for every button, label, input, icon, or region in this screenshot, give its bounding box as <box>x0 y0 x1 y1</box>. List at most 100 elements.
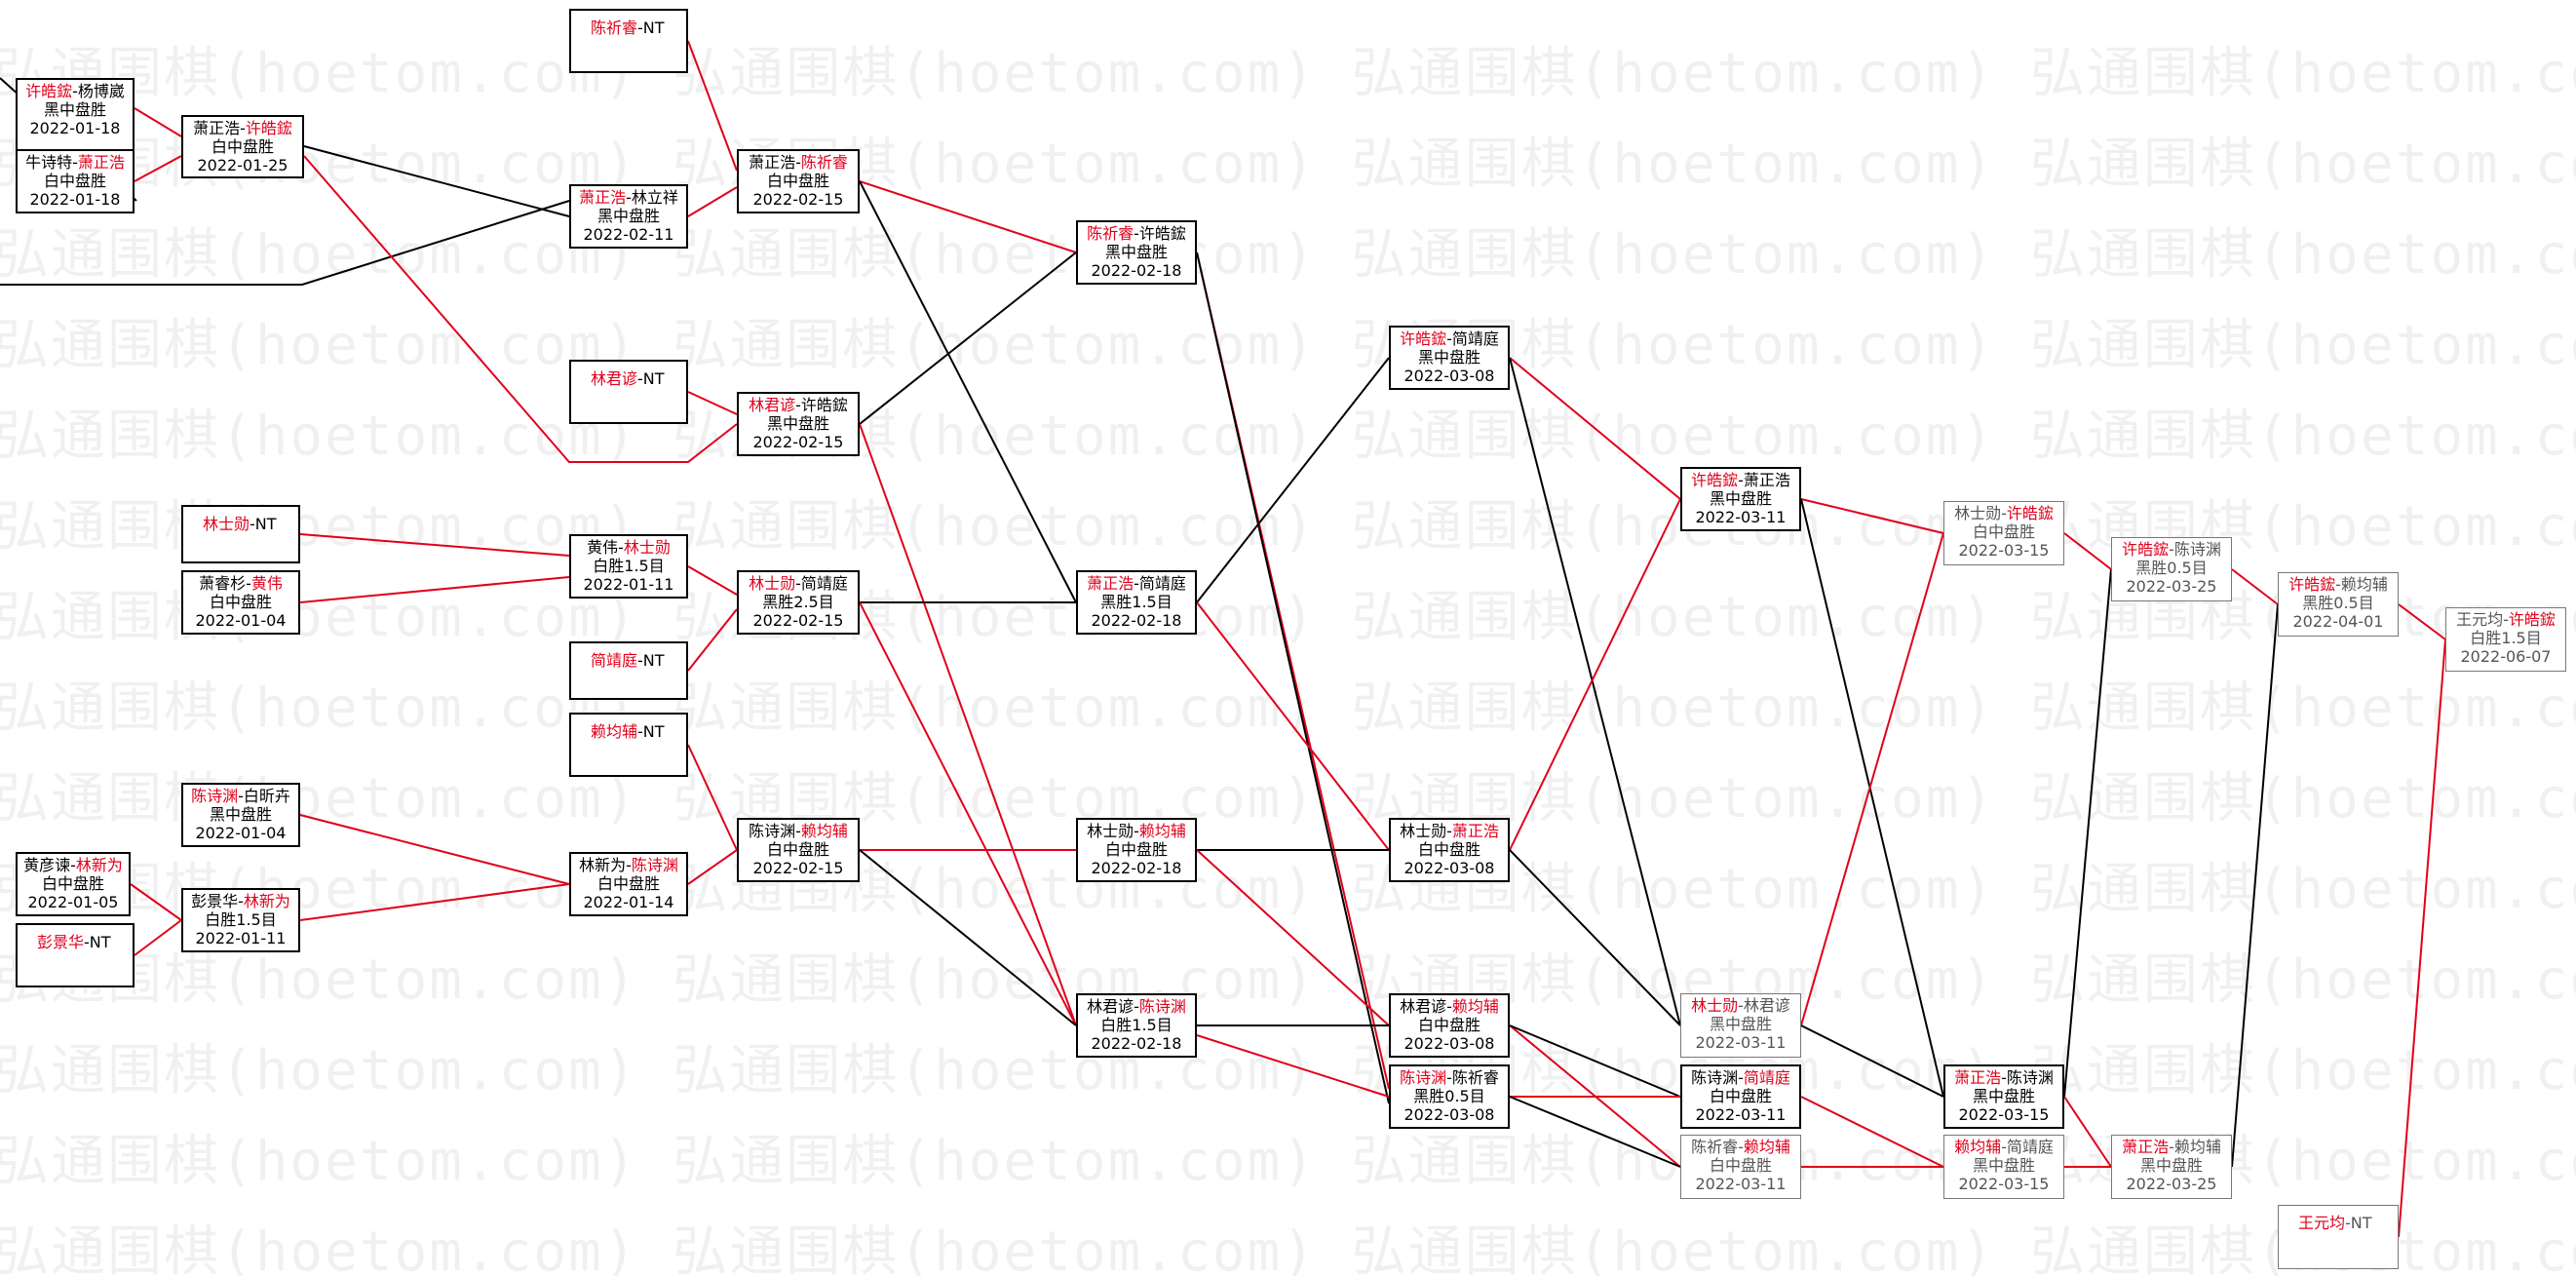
loser-name: 林君谚 <box>1743 996 1790 1015</box>
winner-connector-line <box>687 186 738 217</box>
bye-box: 陈祈睿-NT <box>569 9 688 73</box>
players-line: 陈祈睿-赖均辅 <box>1681 1138 1800 1156</box>
loser-name: 陈诗渊 <box>749 822 796 840</box>
loser-name: 许皓鋐 <box>1138 224 1186 243</box>
loser-connector-line <box>2063 568 2112 1098</box>
result-text: 白中盘胜 <box>1709 1087 1772 1105</box>
loser-name: 牛诗特 <box>25 153 73 172</box>
loser-connector-line <box>0 200 570 286</box>
players-line: 陈诗渊-简靖庭 <box>1682 1068 1799 1087</box>
winner-name: 王元均 <box>2298 1214 2346 1232</box>
date-text: 2022-02-18 <box>1091 1034 1182 1053</box>
dash: - <box>637 651 643 670</box>
date-text: 2022-02-15 <box>752 190 844 209</box>
date-text: 2022-03-15 <box>1958 1175 2050 1193</box>
date-text: 2022-02-15 <box>752 433 844 451</box>
players-line: 萧正浩-陈诗渊 <box>1945 1068 2062 1087</box>
dash: - <box>1738 1068 1744 1087</box>
dash: - <box>1446 329 1452 348</box>
result-text: 黑胜1.5目 <box>1100 593 1173 611</box>
winner-connector-line <box>859 180 1077 253</box>
winner-name: 陈诗渊 <box>1400 1068 1447 1087</box>
result-text: 白中盘胜 <box>211 137 274 156</box>
dash: - <box>1738 1138 1744 1156</box>
date-text: 2022-01-25 <box>197 156 288 174</box>
players-line: 萧正浩-陈祈睿 <box>739 153 858 172</box>
winner-name: 黄伟 <box>250 574 283 593</box>
date-text: 2022-06-07 <box>2460 647 2552 666</box>
players-line: 陈诗渊-陈祈睿 <box>1391 1068 1508 1087</box>
winner-name: 许皓鋐 <box>2508 610 2556 629</box>
date-text: 2022-03-11 <box>1695 1105 1787 1124</box>
result-text: 黑中盘胜 <box>1972 1087 2035 1105</box>
winner-name: 林士勋 <box>1691 996 1739 1015</box>
loser-name: 彭景华 <box>191 892 239 910</box>
loser-name: 简靖庭 <box>1138 574 1186 593</box>
loser-name: NT <box>254 515 277 533</box>
winner-connector-line <box>1509 357 1681 500</box>
players-line: 林士勋-许皓鋐 <box>1944 504 2063 522</box>
players-line: 彭景华-林新为 <box>183 892 298 910</box>
result-text: 黑胜0.5目 <box>1413 1087 1485 1105</box>
players-line: 林士勋-简靖庭 <box>739 574 858 593</box>
winner-name: 林士勋 <box>623 538 671 557</box>
players-line: 林君谚-许皓鋐 <box>739 396 858 414</box>
loser-name: 黄彦谏 <box>23 856 71 874</box>
date-text: 2022-03-15 <box>1958 541 2050 560</box>
date-text: 2022-01-04 <box>195 824 287 842</box>
winner-name: 萧正浩 <box>579 188 627 207</box>
date-text: 2022-01-04 <box>195 611 287 630</box>
players-line: 萧正浩-林立祥 <box>571 188 686 207</box>
dash: - <box>795 396 801 414</box>
winner-name: 赖均辅 <box>591 722 638 741</box>
date-text: 2022-03-25 <box>2126 577 2217 596</box>
dash: - <box>1134 822 1139 840</box>
players-line: 林士勋-赖均辅 <box>1078 822 1195 840</box>
result-text: 白中盘胜 <box>1104 840 1168 859</box>
players-line: 简靖庭-NT <box>591 651 686 670</box>
result-text: 黑中盘胜 <box>43 100 106 119</box>
loser-name: 林君谚 <box>1087 997 1134 1016</box>
result-text: 白中盘胜 <box>1417 840 1480 859</box>
winner-connector-line <box>2398 603 2446 640</box>
loser-connector-line <box>2231 603 2279 1168</box>
dash: - <box>72 153 78 172</box>
bye-box: 林士勋-NT <box>181 505 300 563</box>
players-line: 萧正浩-赖均辅 <box>2112 1138 2231 1156</box>
loser-name: 陈祈睿 <box>1691 1138 1739 1156</box>
result-text: 白中盘胜 <box>1972 522 2035 541</box>
date-text: 2022-02-15 <box>752 611 844 630</box>
winner-connector-line <box>303 155 738 463</box>
bye-box: 赖均辅-NT <box>569 713 688 777</box>
winner-name: 陈诗渊 <box>631 856 678 874</box>
players-line: 萧睿杉-黄伟 <box>183 574 298 593</box>
winner-name: 彭景华 <box>37 933 85 951</box>
players-line: 陈诗渊-白昕卉 <box>183 787 298 805</box>
winner-name: 许皓鋐 <box>245 119 292 137</box>
result-text: 白胜1.5目 <box>1100 1016 1173 1034</box>
date-text: 2022-02-11 <box>583 225 674 244</box>
winner-connector-line <box>1196 849 1390 1026</box>
date-text: 2022-03-11 <box>1695 1033 1787 1052</box>
bye-box: 林君谚-NT <box>569 360 688 424</box>
winner-name: 陈祈睿 <box>800 153 848 172</box>
result-text: 白中盘胜 <box>1709 1156 1772 1175</box>
winner-connector-line <box>859 601 1077 1026</box>
result-text: 白胜1.5目 <box>205 910 277 929</box>
dash: - <box>1134 574 1139 593</box>
loser-connector-line <box>1509 357 1681 1026</box>
players-line: 陈诗渊-赖均辅 <box>739 822 858 840</box>
loser-name: NT <box>642 651 665 670</box>
result-text: 白中盘胜 <box>1417 1016 1480 1034</box>
result-text: 黑中盘胜 <box>209 805 272 824</box>
result-text: 黑中盘胜 <box>1972 1156 2035 1175</box>
